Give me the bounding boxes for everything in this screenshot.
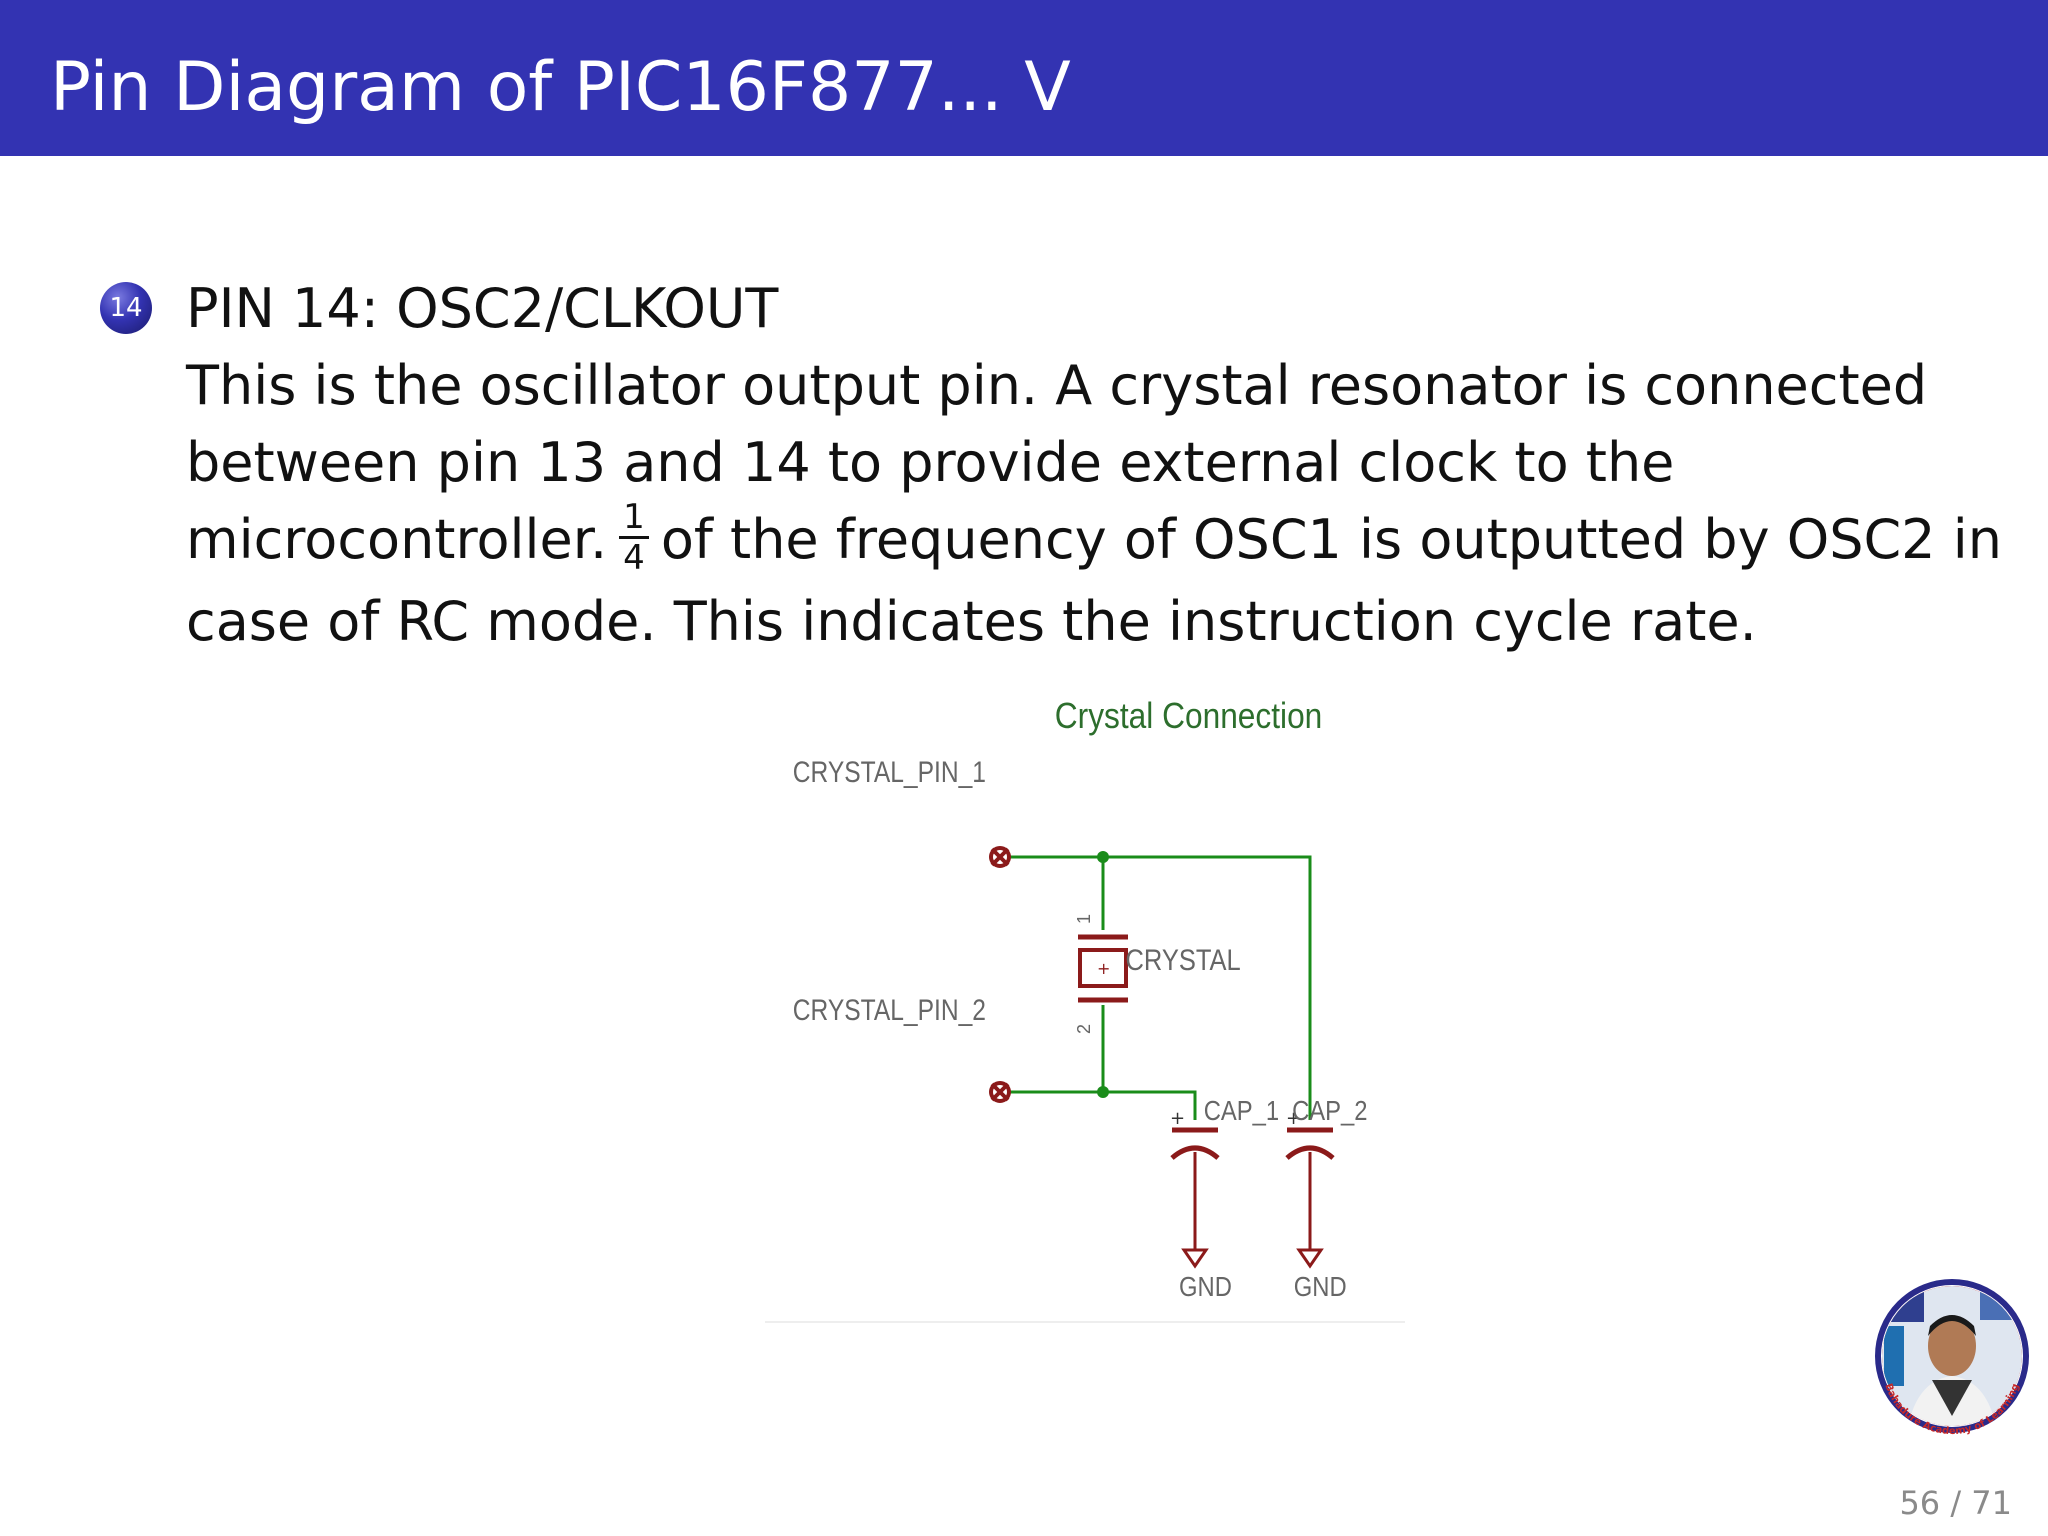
crystal-pin-2-label: CRYSTAL_PIN_2 bbox=[793, 993, 986, 1027]
cap-1-label: CAP_1 bbox=[1204, 1094, 1279, 1126]
crystal-label: CRYSTAL bbox=[1126, 943, 1241, 976]
terminal-pin-2-icon bbox=[989, 1081, 1011, 1103]
crystal-pin-1-label: CRYSTAL_PIN_1 bbox=[793, 755, 986, 789]
circuit-title: Crystal Connection bbox=[1055, 696, 1323, 736]
description-line-4: case of RC mode. This indicates the inst… bbox=[186, 589, 1757, 653]
ground-2-icon bbox=[1296, 1248, 1324, 1269]
description-line-2: between pin 13 and 14 to provide externa… bbox=[186, 431, 1675, 494]
academy-logo: Bahadure Academy of Learning bbox=[1874, 1278, 2030, 1437]
cap-2-label: CAP_2 bbox=[1292, 1094, 1367, 1126]
capacitor-2-icon bbox=[1285, 1127, 1335, 1160]
fraction-denominator: 4 bbox=[623, 537, 645, 578]
description-line-3-start: microcontroller. bbox=[186, 508, 608, 571]
slide-title: Pin Diagram of PIC16F877... V bbox=[50, 48, 1071, 127]
capacitor-1-icon bbox=[1170, 1127, 1220, 1160]
junction-dot-bottom bbox=[1097, 1086, 1109, 1098]
ground-1-icon bbox=[1181, 1248, 1209, 1269]
cap-1-plus-sign: + bbox=[1170, 1108, 1185, 1129]
pin-heading: PIN 14: OSC2/CLKOUT bbox=[186, 277, 779, 340]
description-line-3-end: of the frequency of OSC1 is outputted by… bbox=[660, 508, 2002, 571]
crystal-connection-circuit: Crystal Connection CRYSTAL_PIN_1 CRYSTAL… bbox=[765, 696, 1405, 1323]
crystal-plus-sign: + bbox=[1097, 959, 1110, 978]
crystal-pin-top-number: 1 bbox=[1074, 914, 1094, 924]
slide-content: PIN 14: OSC2/CLKOUT This is the oscillat… bbox=[186, 270, 2006, 660]
cap-2-plus-sign: + bbox=[1286, 1108, 1301, 1129]
gnd-2-label: GND bbox=[1294, 1270, 1347, 1302]
page-number: 56 / 71 bbox=[1899, 1484, 2012, 1522]
gnd-1-label: GND bbox=[1179, 1270, 1232, 1302]
crystal-pin-bottom-number: 2 bbox=[1074, 1024, 1094, 1034]
slide-title-bar: Pin Diagram of PIC16F877... V bbox=[0, 0, 2048, 156]
fraction-numerator: 1 bbox=[619, 498, 649, 539]
circuit-wires bbox=[1010, 855, 1312, 1120]
numbered-bullet: 14 bbox=[100, 282, 152, 334]
crystal-icon bbox=[1078, 934, 1128, 1003]
junction-dot-top bbox=[1097, 851, 1109, 863]
terminal-pin-1-icon bbox=[989, 846, 1011, 868]
description-line-1: This is the oscillator output pin. A cry… bbox=[186, 354, 1928, 417]
